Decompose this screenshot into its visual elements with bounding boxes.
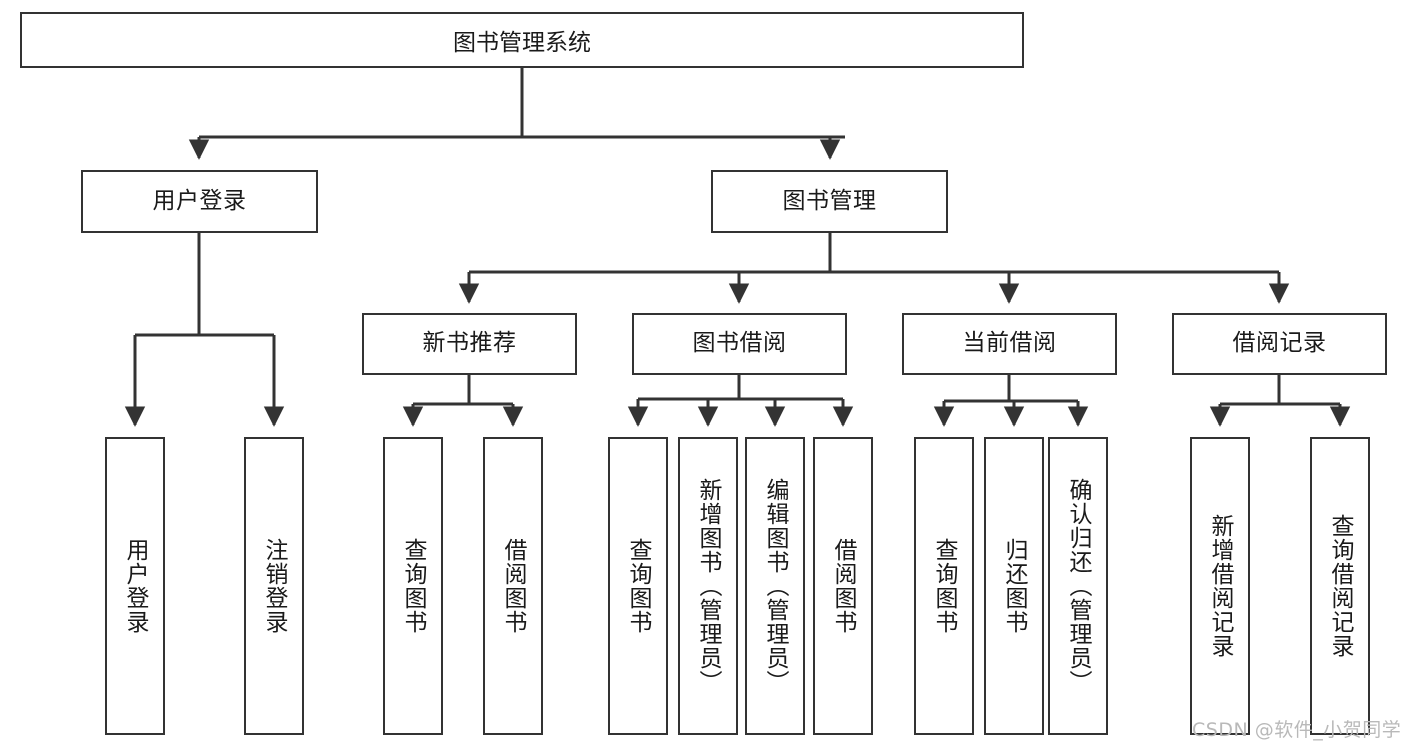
node-leaf-query-book-3[interactable]: 查询图书 xyxy=(914,437,974,735)
node-label: 用户登录 xyxy=(152,187,247,214)
node-leaf-query-book-2[interactable]: 查询图书 xyxy=(608,437,668,735)
node-label: 借阅图书 xyxy=(500,538,527,634)
node-label: 编辑图书（管理员） xyxy=(762,478,789,694)
csdn-watermark: CSDN @软件_小贺同学 xyxy=(1192,719,1402,741)
node-label: 查询图书 xyxy=(625,538,652,634)
node-book-management[interactable]: 图书管理 xyxy=(711,170,948,233)
node-label: 归还图书 xyxy=(1001,538,1028,634)
node-label: 图书借阅 xyxy=(692,330,787,357)
node-label: 查询图书 xyxy=(400,538,427,634)
node-leaf-borrow-book-2[interactable]: 借阅图书 xyxy=(813,437,873,735)
node-user-login[interactable]: 用户登录 xyxy=(81,170,318,233)
node-new-book-recommendation[interactable]: 新书推荐 xyxy=(362,313,577,375)
node-book-borrow[interactable]: 图书借阅 xyxy=(632,313,847,375)
node-leaf-confirm-return[interactable]: 确认归还（管理员） xyxy=(1048,437,1108,735)
node-label: 图书管理 xyxy=(782,187,877,214)
node-label: 新书推荐 xyxy=(422,330,517,357)
node-label: 确认归还（管理员） xyxy=(1065,478,1092,694)
node-label: 查询借阅记录 xyxy=(1327,514,1354,658)
node-label: 新增图书（管理员） xyxy=(695,478,722,694)
node-leaf-query-borrow-record[interactable]: 查询借阅记录 xyxy=(1310,437,1370,735)
node-leaf-return-book[interactable]: 归还图书 xyxy=(984,437,1044,735)
node-leaf-edit-book[interactable]: 编辑图书（管理员） xyxy=(745,437,805,735)
node-leaf-user-login[interactable]: 用户登录 xyxy=(105,437,165,735)
node-leaf-add-book[interactable]: 新增图书（管理员） xyxy=(678,437,738,735)
node-borrow-record[interactable]: 借阅记录 xyxy=(1172,313,1387,375)
node-label: 借阅图书 xyxy=(830,538,857,634)
node-root-book-management-system[interactable]: 图书管理系统 xyxy=(20,12,1024,68)
node-current-borrow[interactable]: 当前借阅 xyxy=(902,313,1117,375)
node-label: 借阅记录 xyxy=(1232,330,1327,357)
node-label: 注销登录 xyxy=(261,538,288,634)
node-label: 图书管理系统 xyxy=(453,30,591,56)
node-label: 查询图书 xyxy=(931,538,958,634)
node-leaf-query-book-1[interactable]: 查询图书 xyxy=(383,437,443,735)
node-leaf-logout-login[interactable]: 注销登录 xyxy=(244,437,304,735)
node-leaf-borrow-book-1[interactable]: 借阅图书 xyxy=(483,437,543,735)
node-label: 新增借阅记录 xyxy=(1207,514,1234,658)
node-leaf-add-borrow-record[interactable]: 新增借阅记录 xyxy=(1190,437,1250,735)
node-label: 当前借阅 xyxy=(962,330,1057,357)
node-label: 用户登录 xyxy=(122,538,149,634)
